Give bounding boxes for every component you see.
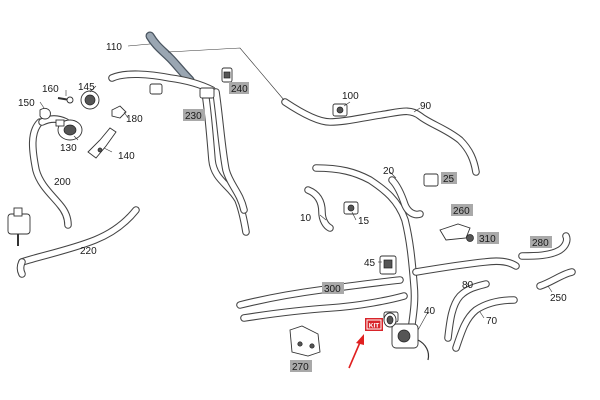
svg-text:280: 280	[532, 238, 549, 249]
label-200: 200	[54, 177, 71, 188]
label-160: 160	[42, 84, 59, 95]
label-45: 45	[364, 258, 376, 269]
boxed-label-310[interactable]: 310	[477, 232, 499, 245]
part-240-connector[interactable]	[221, 67, 233, 83]
label-110: 110	[106, 42, 122, 53]
label-90: 90	[420, 101, 432, 112]
part-40-valve-assembly[interactable]	[383, 311, 430, 361]
part-45-block[interactable]	[379, 255, 397, 275]
svg-text:240: 240	[231, 84, 248, 95]
boxed-label-300[interactable]: 300	[322, 282, 344, 295]
kit-badge-label: KIT	[369, 323, 380, 330]
label-150: 150	[18, 98, 35, 109]
label-180: 180	[126, 114, 143, 125]
boxed-label-280[interactable]: 280	[530, 236, 552, 249]
connector-230-top[interactable]	[149, 83, 163, 95]
svg-text:260: 260	[453, 206, 470, 217]
part-270-bracket[interactable]	[289, 325, 321, 357]
leader-lines	[39, 43, 553, 331]
label-20: 20	[383, 166, 395, 177]
label-130: 130	[60, 143, 77, 154]
part-310-nut[interactable]	[466, 234, 474, 242]
label-145: 145	[78, 82, 95, 93]
part-140-bracket[interactable]	[87, 127, 117, 159]
boxed-label-240[interactable]: 240	[229, 82, 249, 95]
part-130-pump[interactable]	[55, 119, 83, 141]
label-15: 15	[358, 216, 370, 227]
hose-drawings	[16, 31, 576, 352]
valve-left[interactable]	[7, 207, 31, 246]
label-70: 70	[486, 316, 498, 327]
label-10: 10	[300, 213, 312, 224]
component-drawings	[7, 67, 474, 361]
svg-text:270: 270	[292, 362, 309, 373]
svg-text:310: 310	[479, 234, 496, 245]
part-25-connector[interactable]	[423, 173, 439, 187]
part-180-nut[interactable]	[111, 105, 127, 119]
label-80: 80	[462, 280, 474, 291]
part-15-connector[interactable]	[343, 201, 359, 215]
arrow-head-icon	[356, 334, 364, 345]
plain-part-labels: 110 145 160 150 130 180 140 200 220 100 …	[18, 42, 567, 327]
kit-badge[interactable]	[365, 318, 383, 331]
hose-110-fill	[146, 32, 194, 84]
label-40: 40	[424, 306, 436, 317]
boxed-label-270[interactable]: 270	[290, 360, 312, 373]
label-220: 220	[80, 246, 97, 257]
boxed-label-230[interactable]: 230	[183, 109, 205, 122]
boxed-label-25[interactable]: 25	[441, 172, 457, 185]
label-100: 100	[342, 91, 359, 102]
part-260-bracket[interactable]	[439, 223, 471, 241]
svg-text:300: 300	[324, 284, 341, 295]
boxed-part-labels: 240 230 25 260 310 280 300 270	[183, 82, 552, 373]
label-140: 140	[118, 151, 135, 162]
red-pointer-arrow	[348, 334, 364, 369]
kit-highlight[interactable]: KIT	[365, 318, 383, 331]
part-100-connector[interactable]	[332, 103, 348, 117]
boxed-label-260[interactable]: 260	[451, 204, 473, 217]
label-250: 250	[550, 293, 567, 304]
part-150-clip[interactable]	[39, 107, 51, 120]
svg-text:230: 230	[185, 111, 202, 122]
svg-text:25: 25	[443, 174, 455, 185]
